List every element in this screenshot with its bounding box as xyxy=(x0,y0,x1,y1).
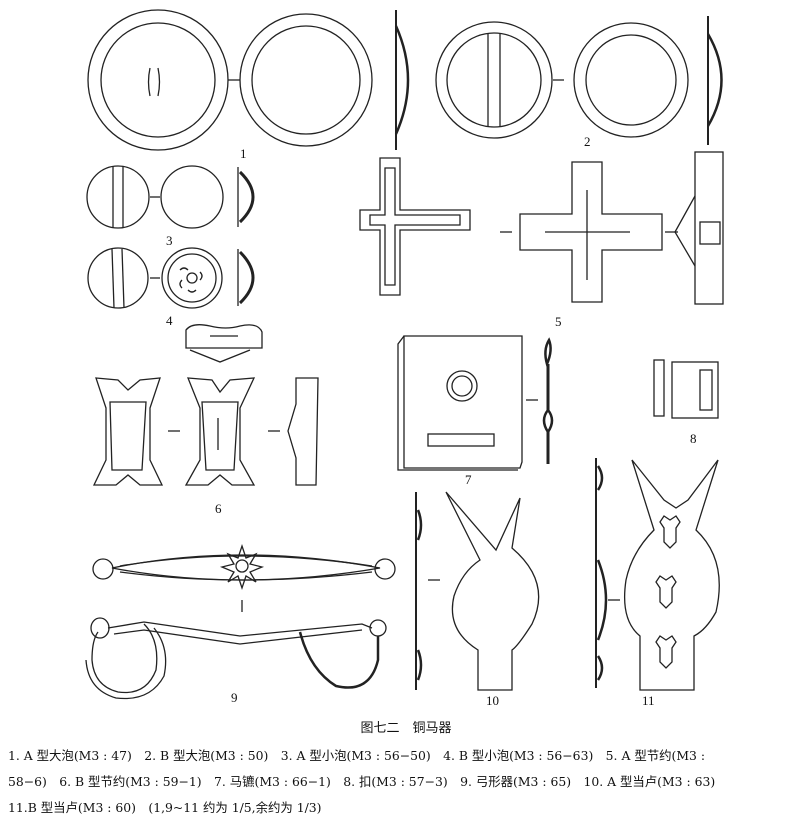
item-7-drawing xyxy=(397,335,554,471)
item-label-1: 1 xyxy=(240,146,247,161)
item-5-drawing xyxy=(359,151,724,305)
item-label-3: 3 xyxy=(166,233,173,248)
item-4-drawing xyxy=(87,247,255,309)
item-8-drawing xyxy=(653,359,719,419)
item-label-9: 9 xyxy=(231,690,238,705)
item-6-drawing xyxy=(92,324,319,486)
item-label-5: 5 xyxy=(555,314,562,329)
item-label-7: 7 xyxy=(465,472,472,487)
item-label-8: 8 xyxy=(690,431,697,446)
item-label-4: 4 xyxy=(166,313,173,328)
item-label-2: 2 xyxy=(584,134,591,149)
item-label-10: 10 xyxy=(486,693,499,708)
figure-caption: 1. A 型大泡(M3 : 47) 2. B 型大泡(M3 : 50) 3. A… xyxy=(8,743,804,821)
item-9-drawing xyxy=(85,543,396,700)
item-10-drawing xyxy=(415,491,540,691)
figure-title: 图七二 铜马器 xyxy=(360,721,452,736)
item-label-6: 6 xyxy=(215,501,222,516)
caption-line-3: 11.B 型当卢(M3 : 60) (1,9~11 约为 1/5,余约为 1/3… xyxy=(8,800,322,815)
item-label-11: 11 xyxy=(642,693,655,708)
caption-line-1: 1. A 型大泡(M3 : 47) 2. B 型大泡(M3 : 50) 3. A… xyxy=(8,748,706,763)
item-1-drawing xyxy=(87,9,410,151)
item-3-drawing xyxy=(86,165,255,229)
item-11-drawing xyxy=(595,458,720,691)
caption-line-2: 58−6) 6. B 型节约(M3 : 59−1) 7. 马镳(M3 : 66−… xyxy=(8,774,716,789)
item-2-drawing xyxy=(435,16,723,145)
figure-plate xyxy=(85,9,724,700)
